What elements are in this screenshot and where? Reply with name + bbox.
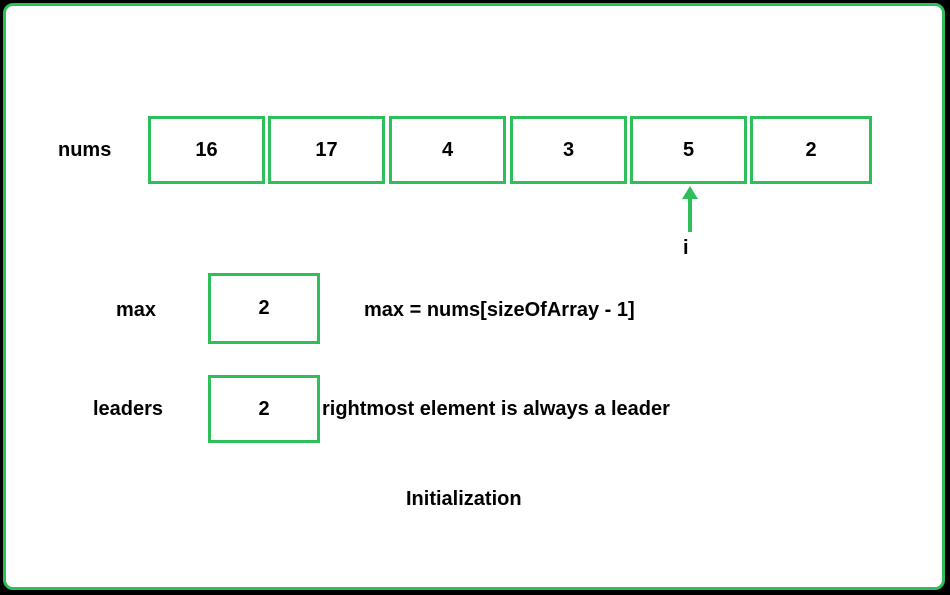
pointer-label: i — [683, 237, 689, 259]
pointer-arrow-icon — [682, 186, 698, 232]
leaders-label: leaders — [93, 398, 164, 420]
max-box: 2 — [208, 273, 320, 344]
array-cell: 16 — [148, 116, 265, 184]
array-cell: 17 — [268, 116, 385, 184]
caption: Initialization — [406, 488, 522, 510]
diagram-frame: nums 16 17 4 3 5 2 i max 2 max = nums[si… — [3, 3, 945, 590]
max-label: max — [116, 299, 157, 321]
array-label: nums — [58, 139, 112, 161]
array-cell: 3 — [510, 116, 627, 184]
leaders-box: 2 — [208, 375, 320, 443]
array-cell: 5 — [630, 116, 747, 184]
array-cell: 2 — [750, 116, 872, 184]
array-cell: 4 — [389, 116, 506, 184]
leaders-note: rightmost element is always a leader — [322, 398, 670, 420]
max-note: max = nums[sizeOfArray - 1] — [364, 299, 635, 321]
